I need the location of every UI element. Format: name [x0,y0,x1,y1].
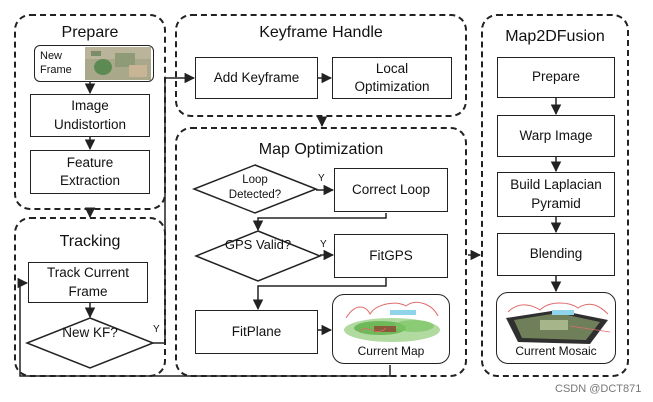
new-frame-label-line2: Frame [40,63,72,76]
blending-label: Blending [529,246,583,262]
feature-extraction-line1: Feature [66,154,114,170]
image-undistortion-line1: Image [71,98,109,114]
track-current-frame-line2: Frame [68,283,108,299]
m2d-prepare-box: Prepare [497,57,615,98]
local-optimization-line2: Optimization [354,79,430,94]
new-kf-line1: New [62,325,90,340]
track-current-frame-box: Track Current Frame [28,262,148,303]
fitplane-label: FitPlane [231,323,282,339]
local-optimization-line1: Local [375,60,409,76]
warp-image-label: Warp Image [519,127,593,143]
current-map-caption: Current Map [357,343,425,358]
loop-detected-line1: Loop [242,174,268,186]
loop-yes-label: Y [318,173,325,184]
map2dfusion-group: Map2DFusion [481,14,629,377]
map-optimization-group: Map Optimization [175,127,467,377]
fitgps-label: FitGPS [369,247,413,263]
build-laplacian-pyramid-box: Build Laplacian Pyramid [497,172,615,217]
new-frame-thumbnail [85,47,151,80]
m2d-prepare-label: Prepare [531,69,581,85]
current-mosaic-image [506,302,611,344]
tracking-group: Tracking [14,217,166,377]
correct-loop-box: Correct Loop [334,168,448,212]
keyframe-handle-group: Keyframe Handle [175,14,467,117]
local-optimization-box: Local Optimization [332,57,452,99]
current-mosaic-caption: Current Mosaic [515,343,597,358]
warp-image-box: Warp Image [497,115,615,157]
new-frame-label-line1: New [40,49,63,62]
fitplane-box: FitPlane [195,310,318,354]
current-map-pointcloud [344,301,440,342]
new-kf-label: New KF? [60,324,120,342]
new-kf-diamond [24,317,156,369]
gps-valid-diamond [193,230,323,282]
feature-extraction-line2: Extraction [59,173,121,188]
gps-yes-label: Y [320,239,327,250]
watermark: CSDN @DCT871 [555,383,642,395]
feature-extraction-box: Feature Extraction [30,150,150,194]
prepare-title: Prepare [61,24,119,41]
gps-valid-label: GPS Valid? [223,237,293,254]
tracking-title: Tracking [59,233,121,250]
new-kf-line2: KF? [93,325,118,340]
new-frame-box: New Frame [34,45,154,82]
track-current-frame-line1: Track Current [46,265,129,281]
arrow-correct-loop-to-gps [252,213,387,232]
map2dfusion-title: Map2DFusion [505,28,605,45]
build-laplacian-line2: Pyramid [531,195,581,211]
prepare-group: Prepare [14,14,166,210]
loop-detected-label: Loop Detected? [215,173,295,203]
correct-loop-label: Correct Loop [351,181,431,197]
current-map-box: Current Map [332,294,450,364]
map-optimization-title: Map Optimization [258,141,384,158]
fitgps-box: FitGPS [334,234,448,278]
new-kf-yes-label: Y [153,324,160,335]
gps-valid-line1: GPS [224,237,253,252]
arrow-current-map-loop-back-to-track [17,277,391,377]
image-undistortion-line2: Undistortion [53,116,127,132]
build-laplacian-line1: Build Laplacian [510,177,602,193]
image-undistortion-box: Image Undistortion [30,94,150,137]
add-keyframe-box: Add Keyframe [195,57,318,99]
keyframe-handle-title: Keyframe Handle [259,24,383,41]
arrow-fitgps-to-fitplane [252,278,387,311]
gps-valid-line2: Valid? [255,237,292,252]
current-mosaic-box: Current Mosaic [496,292,616,364]
blending-box: Blending [497,233,615,276]
loop-detected-diamond [191,164,319,214]
arrow-newkf-yes-to-add-keyframe [153,72,196,344]
add-keyframe-label: Add Keyframe [213,69,300,85]
loop-detected-line2: Detected? [228,188,282,201]
